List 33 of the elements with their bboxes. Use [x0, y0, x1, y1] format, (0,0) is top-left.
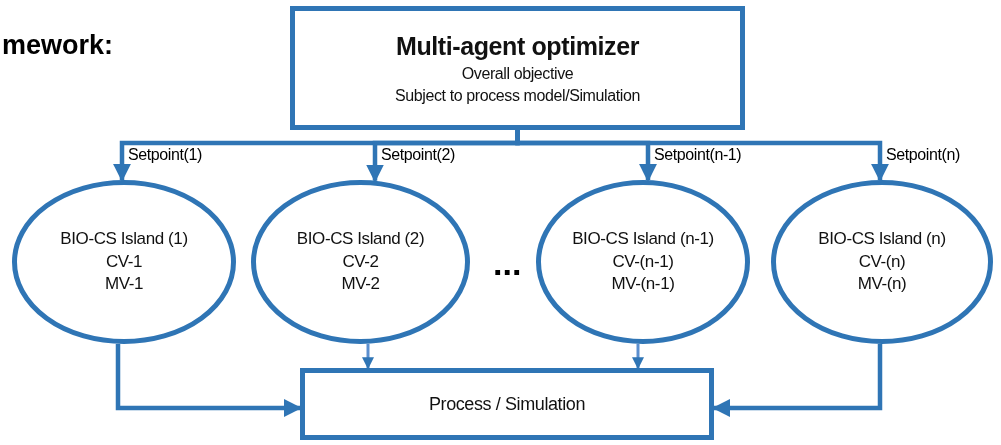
- optimizer-box: [290, 6, 745, 130]
- heading: Multi-agent optimizer: [396, 30, 639, 62]
- edge-label: Setpoint(2): [379, 146, 457, 164]
- node-text: CV-(n-1): [612, 250, 674, 273]
- node-text: CV-(n): [858, 250, 906, 273]
- edge-label: Setpoint(n-1): [652, 146, 744, 164]
- node-text: BIO-CS Island (2): [296, 227, 425, 250]
- node-text: BIO-CS Island (n): [818, 227, 946, 250]
- node-text: CV-1: [105, 250, 143, 273]
- island-ellipse: [251, 180, 470, 344]
- arrow: [515, 130, 889, 182]
- title-fragment: mework:: [2, 30, 114, 61]
- island-ellipse: [536, 180, 750, 344]
- edge-label: Setpoint(1): [126, 146, 204, 164]
- node-text: CV-2: [342, 250, 379, 273]
- node-text: MV-1: [104, 273, 144, 296]
- edge-label: Setpoint(n): [884, 146, 962, 164]
- arrow: [362, 343, 374, 370]
- arrow: [632, 343, 644, 370]
- node-text: BIO-CS Island (n-1): [572, 227, 714, 250]
- process-box: [300, 368, 714, 440]
- node-text: Process / Simulation: [428, 392, 586, 416]
- node-text: Subject to process model/Simulation: [395, 85, 640, 106]
- arrow: [115, 343, 302, 417]
- node-text: Overall objective: [461, 64, 574, 85]
- ellipsis-text: ...: [493, 244, 522, 283]
- island-ellipse: [12, 180, 236, 344]
- node-text: MV-(n-1): [611, 273, 675, 296]
- arrow: [712, 344, 883, 417]
- node-text: MV-2: [341, 273, 380, 296]
- island-ellipse: [771, 180, 993, 344]
- node-text: BIO-CS Island (1): [60, 227, 188, 250]
- node-text: MV-(n): [857, 273, 907, 296]
